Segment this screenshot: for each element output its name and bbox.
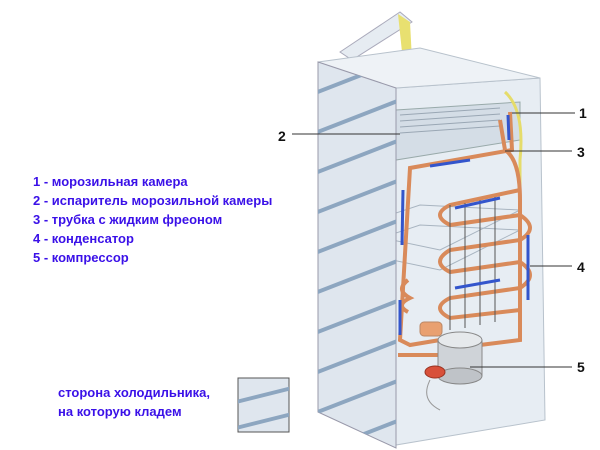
compressor	[424, 331, 483, 385]
side-panel-sample	[237, 377, 290, 433]
freezer-door	[339, 11, 413, 61]
note-line: на которую кладем	[58, 404, 182, 419]
legend-item: 1 - морозильная камера	[33, 174, 188, 189]
legend-item: 3 - трубка с жидким фреоном	[33, 212, 223, 227]
evaporator-grid	[399, 107, 501, 134]
callout-1: 1	[579, 105, 587, 121]
legend-item: 2 - испаритель морозильной камеры	[33, 193, 273, 208]
callout-4: 4	[577, 259, 585, 275]
condenser-wires	[449, 197, 496, 330]
legend-item: 5 - компрессор	[33, 250, 129, 265]
power-cord	[426, 379, 441, 411]
door-seal	[398, 14, 412, 60]
callout-2: 2	[278, 128, 286, 144]
callout-5: 5	[577, 359, 585, 375]
fridge-side-panel	[317, 61, 397, 449]
yellow-seal	[503, 90, 523, 320]
note-line: сторона холодильника,	[58, 385, 211, 400]
filter-drier	[419, 321, 443, 337]
legend: 1 - морозильная камера 2 - испаритель мо…	[33, 172, 272, 267]
legend-item: 4 - конденсатор	[33, 231, 134, 246]
callout-3: 3	[577, 144, 585, 160]
callout-lines	[292, 112, 575, 368]
side-note: сторона холодильника, на которую кладем	[58, 383, 210, 421]
